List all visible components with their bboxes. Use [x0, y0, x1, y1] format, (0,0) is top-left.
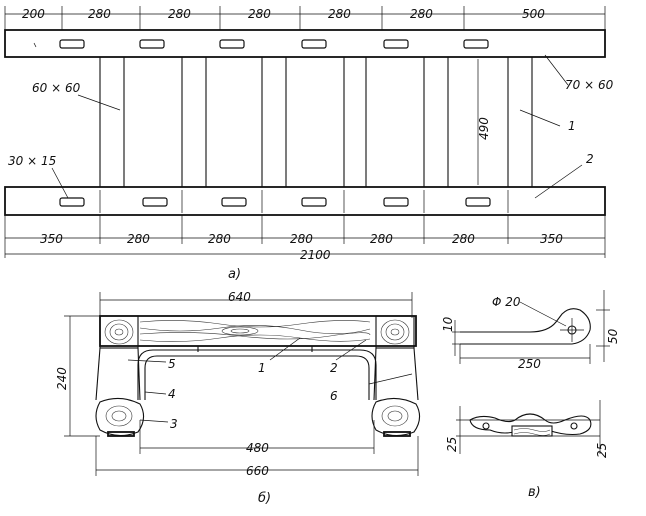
view-c: Φ 20 10 250 50 25 25 в)	[441, 290, 620, 500]
top-dim-6: 500	[522, 7, 545, 21]
label-1: 1	[258, 361, 266, 375]
top-beam	[4, 29, 606, 58]
top-dim-0: 200	[22, 7, 45, 21]
bottom-dim-0: 350	[40, 232, 63, 246]
diameter-label: Φ 20	[492, 295, 521, 309]
top-dim-5: 280	[410, 7, 433, 21]
caption-b: б)	[258, 491, 271, 506]
inner-width-dim: 480	[246, 441, 269, 455]
label-4: 4	[168, 387, 176, 401]
bottom-dim-6: 350	[540, 232, 563, 246]
view-a: 200 280 280 280 280 280 500	[4, 6, 614, 282]
top-dim-1: 280	[88, 7, 111, 21]
height-dim: 490	[477, 117, 491, 140]
view-b: 640	[55, 290, 421, 506]
width-top-dim: 640	[228, 290, 251, 304]
dim-right-c: 25	[595, 443, 609, 458]
top-bar-size: 70 × 60	[565, 78, 614, 92]
top-dim-3: 280	[248, 7, 271, 21]
label-2: 2	[330, 361, 338, 375]
height-dim-b: 240	[55, 367, 69, 390]
caption-c: в)	[528, 485, 541, 500]
total-dim: 2100	[300, 248, 331, 262]
posts	[99, 57, 533, 187]
top-dim-4: 280	[328, 7, 351, 21]
bottom-beam	[4, 186, 606, 216]
part-1-label: 1	[568, 119, 576, 133]
bottom-dim-4: 280	[370, 232, 393, 246]
slot-size: 30 × 15	[8, 154, 56, 168]
height-dim-c: 50	[606, 328, 620, 344]
top-dim-2: 280	[168, 7, 191, 21]
thickness-dim: 10	[441, 316, 455, 332]
caption-a: а)	[228, 267, 241, 282]
label-5: 5	[168, 357, 176, 371]
post-size: 60 × 60	[32, 81, 81, 95]
length-dim: 250	[518, 357, 541, 371]
label-6: 6	[330, 389, 338, 403]
bottom-dim-3: 280	[290, 232, 313, 246]
width-bottom-dim: 660	[246, 464, 269, 478]
dim-left-c: 25	[445, 437, 459, 452]
bottom-dim-1: 280	[127, 232, 150, 246]
bottom-dim-5: 280	[452, 232, 475, 246]
label-3: 3	[170, 417, 178, 431]
bottom-dim-2: 280	[208, 232, 231, 246]
part-2-label: 2	[586, 152, 594, 166]
